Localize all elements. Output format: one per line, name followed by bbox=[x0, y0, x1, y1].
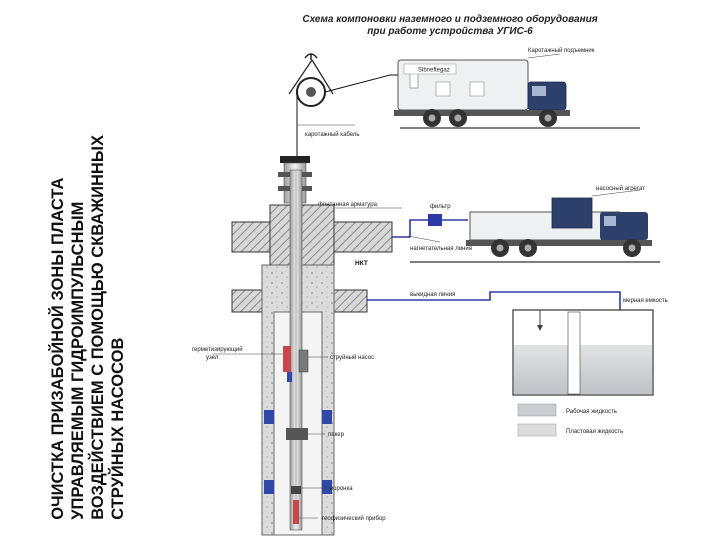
legend-working-fluid: Рабочая жидкость bbox=[566, 409, 617, 415]
discharge-leader bbox=[407, 235, 441, 243]
scheme-title: Схема компоновки наземного и подземного … bbox=[260, 14, 640, 38]
label-funnel: воронка bbox=[330, 486, 353, 492]
legend: Рабочая жидкость Пластовая жидкость bbox=[517, 403, 623, 437]
jet-pump bbox=[298, 349, 309, 373]
ground-surface bbox=[400, 127, 660, 263]
label-filter: фильтр bbox=[430, 204, 451, 210]
label-outflow-line: выкидная линия bbox=[410, 292, 455, 298]
label-logging-cable: каротажный кабель bbox=[305, 131, 360, 138]
logging-lift-leader bbox=[527, 53, 561, 59]
pump-unit-leader bbox=[591, 189, 641, 197]
label-pump-unit: насосный агрегат bbox=[596, 185, 645, 192]
label-discharge-line: нагнетательная линия bbox=[410, 246, 472, 252]
logging-cable-line bbox=[324, 74, 398, 93]
legend-swatch-formation bbox=[517, 423, 557, 437]
scheme-title-line-2: при работе устройства УГИС-6 bbox=[367, 26, 533, 37]
legend-formation-fluid: Пластовая жидкость bbox=[566, 429, 623, 435]
geo-device bbox=[293, 500, 299, 524]
label-sealing-unit-1: герметизирующий bbox=[192, 346, 243, 353]
legend-swatch-working bbox=[517, 403, 557, 417]
label-packer: пакер bbox=[328, 432, 345, 438]
label-geo-device: геофизический прибор bbox=[322, 515, 386, 522]
cable-pulley bbox=[288, 53, 334, 107]
scheme-title-line-1: Схема компоновки наземного и подземного … bbox=[302, 14, 598, 25]
logging-truck: Sibneftegaz bbox=[394, 59, 570, 127]
discharge-line bbox=[392, 214, 468, 238]
label-logging-lift: Каротажный подъемник bbox=[528, 47, 595, 54]
funnel bbox=[291, 486, 301, 494]
measuring-tank bbox=[512, 309, 654, 396]
label-wellhead: фонтанная арматура bbox=[318, 202, 378, 208]
packer bbox=[286, 428, 308, 440]
truck-logo: Sibneftegaz bbox=[418, 68, 450, 74]
label-tubing: НКТ bbox=[355, 260, 368, 267]
label-measuring-tank: мерная емкость bbox=[623, 298, 668, 304]
sealing-unit bbox=[283, 346, 292, 382]
pump-truck bbox=[466, 197, 652, 257]
label-jet-pump: струйный насос bbox=[330, 354, 374, 361]
upper-flange bbox=[231, 204, 393, 266]
label-sealing-unit-2: узел bbox=[206, 355, 219, 361]
